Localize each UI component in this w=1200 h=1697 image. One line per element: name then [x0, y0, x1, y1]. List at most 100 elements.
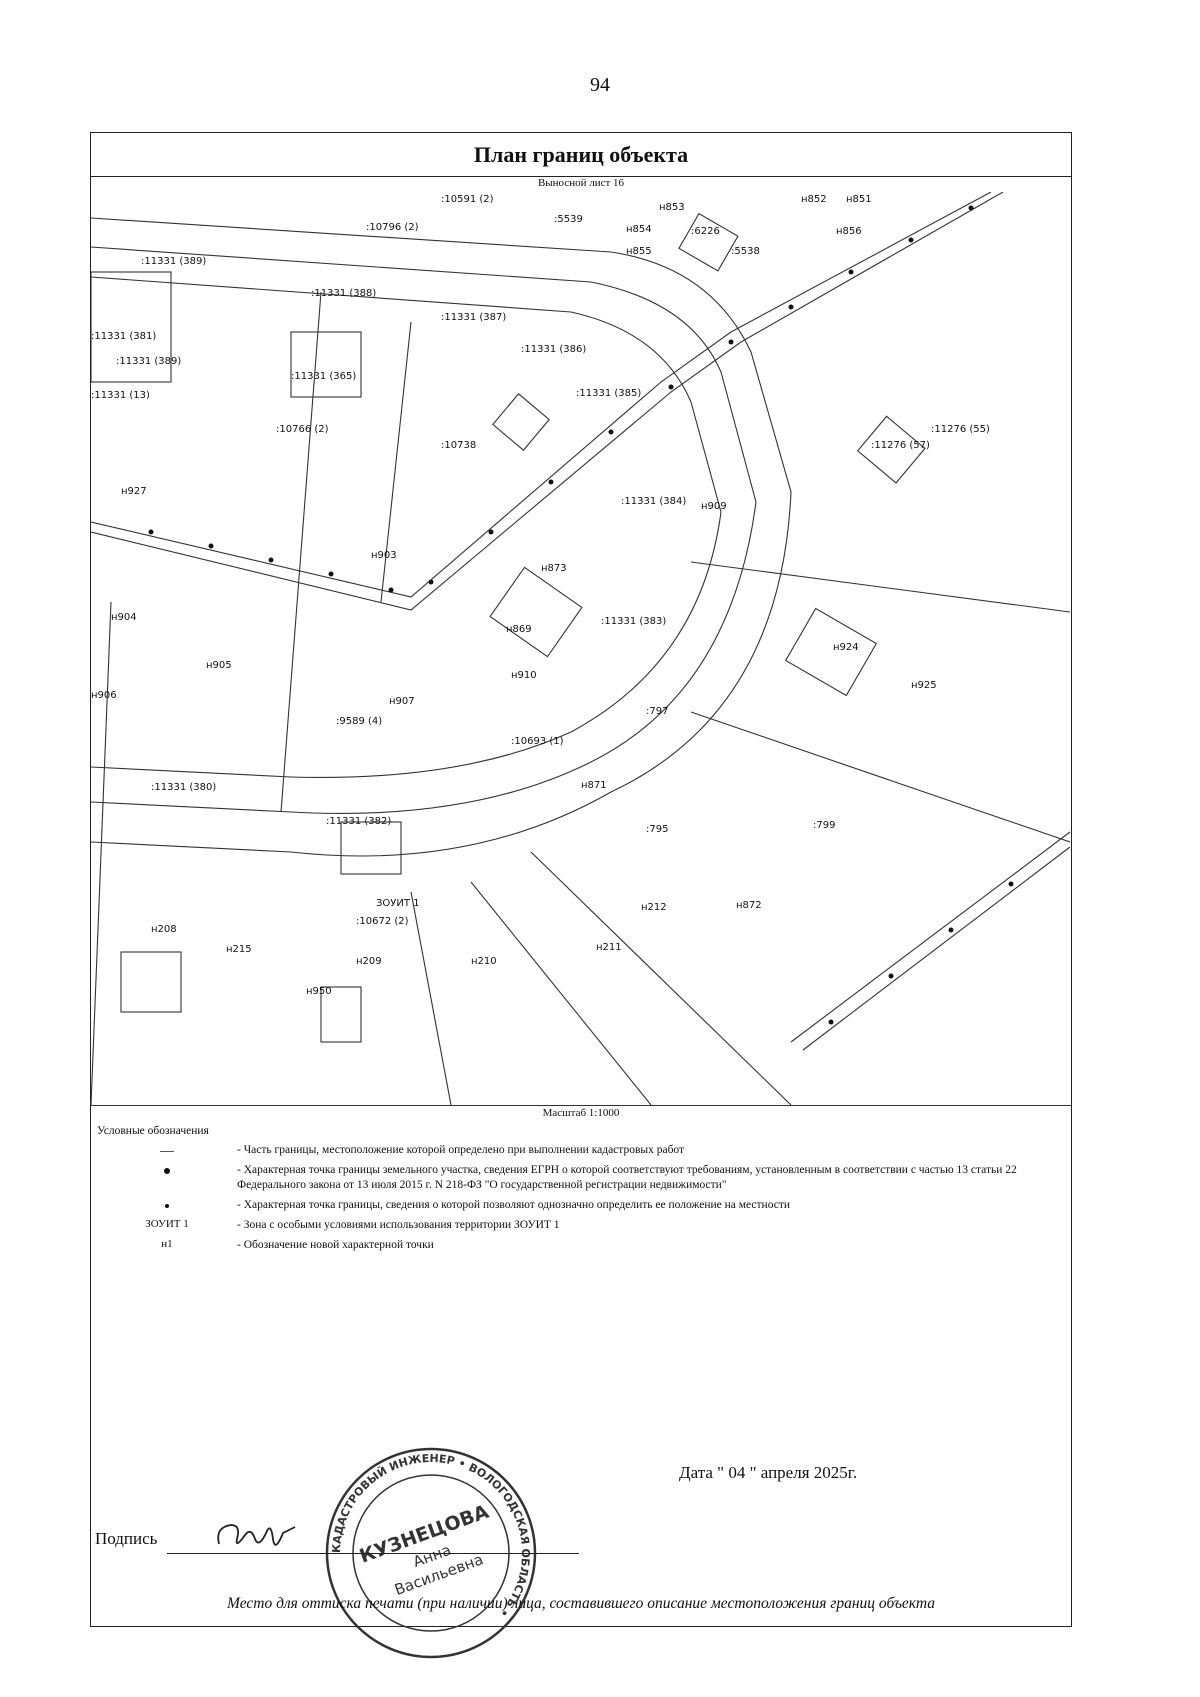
map-label: :11331 (384): [621, 496, 686, 507]
parcel-line-796: [380, 321, 412, 603]
building-4269: [784, 607, 878, 697]
boundary-line-main: [91, 192, 992, 598]
map-label: н855: [626, 246, 652, 257]
map-label: :11331 (380): [151, 782, 216, 793]
boundary-part-symbol: [160, 1151, 174, 1152]
map-label: н910: [511, 670, 537, 681]
building-6226: [678, 212, 739, 272]
map-label: н872: [736, 900, 762, 911]
map-label: :11276 (55): [931, 424, 990, 435]
building-10794: [492, 393, 550, 451]
map-label: н925: [911, 680, 937, 691]
building-11079: [120, 951, 182, 1013]
legend: Условные обозначения - Часть границы, ме…: [97, 1125, 1065, 1258]
large-dot-symbol: [164, 1168, 170, 1174]
signature-label: Подпись: [95, 1529, 158, 1548]
map-label: :11331 (389): [116, 356, 181, 367]
map-label: :11331 (389): [141, 256, 206, 267]
signature-line: [167, 1553, 579, 1554]
map-label: н852: [801, 194, 827, 205]
map-label: :795: [646, 824, 668, 835]
map-label: н871: [581, 780, 607, 791]
parcel-line-785: [410, 891, 452, 1105]
boundary-line-parallel: [91, 192, 1004, 611]
map-label: н873: [541, 563, 567, 574]
map-label: :11331 (382): [326, 816, 391, 827]
cadastral-map: :10591 (2) :10796 (2) :5539 н853 н852 н8…: [91, 192, 1070, 1105]
map-scale: Масштаб 1:1000: [91, 1105, 1071, 1119]
handwritten-signature: [217, 1524, 296, 1546]
document-date: Дата " 04 " апреля 2025г.: [679, 1463, 858, 1482]
map-label: н209: [356, 956, 382, 967]
legend-item: - Часть границы, местоположение которой …: [97, 1143, 1065, 1158]
map-label: :10591 (2): [441, 194, 494, 205]
map-label: :5538: [731, 246, 760, 257]
map-label: н905: [206, 660, 232, 671]
map-label: н854: [626, 224, 652, 235]
map-label: :11331 (365): [291, 371, 356, 382]
building-10766: [91, 271, 172, 383]
map-label: н906: [91, 690, 117, 701]
building-10693: [290, 331, 362, 398]
map-label: :11276 (57): [871, 440, 930, 451]
map-label: :9589 (4): [336, 716, 382, 727]
map-label: н856: [836, 226, 862, 237]
parcel-line-782: [690, 711, 1070, 843]
page-number: 94: [590, 74, 610, 96]
map-label: :11331 (383): [601, 616, 666, 627]
map-label: :6226: [691, 226, 720, 237]
map-label: :11331 (381): [91, 331, 156, 342]
small-dot-symbol: [165, 1204, 169, 1208]
boundary-line-southeast: [790, 831, 1070, 1043]
parcel-line-799: [91, 601, 112, 1105]
plan-title: План границ объекта: [91, 133, 1071, 177]
parcel-line-781: [690, 561, 1070, 613]
building-12144: [320, 986, 362, 1043]
map-label: :5539: [554, 214, 583, 225]
map-label: н904: [111, 612, 137, 623]
map-label: :11331 (387): [441, 312, 506, 323]
map-label: :11331 (388): [311, 288, 376, 299]
map-label: н208: [151, 924, 177, 935]
map-label: :10796 (2): [366, 222, 419, 233]
map-label: н211: [596, 942, 622, 953]
map-label: н907: [389, 696, 415, 707]
map-label: н210: [471, 956, 497, 967]
legend-item: ЗОУИТ 1 - Зона с особыми условиями испол…: [145, 1218, 560, 1231]
map-label: :11331 (386): [521, 344, 586, 355]
map-label: н212: [641, 902, 667, 913]
building-9642: [340, 821, 402, 875]
legend-item: н1 - Обозначение новой характерной точки: [161, 1238, 434, 1251]
map-label: :10738: [441, 440, 476, 451]
legend-title: Условные обозначения: [97, 1125, 209, 1137]
legend-item: - Характерная точка границы, сведения о …: [97, 1198, 1065, 1213]
seal-placement-note: Место для оттиска печати (при наличии) л…: [227, 1595, 935, 1612]
sheet-label: Выносной лист 16: [537, 177, 625, 189]
boundary-line-southeast-2: [802, 846, 1070, 1051]
road-outer-line: [91, 217, 792, 857]
map-label: н903: [371, 550, 397, 561]
parcel-line-784: [470, 881, 652, 1105]
legend-item: - Характерная точка границы земельного у…: [97, 1163, 1065, 1193]
map-label: ЗОУИТ 1: [376, 898, 420, 909]
building-10672: [489, 566, 583, 658]
map-label: н851: [846, 194, 872, 205]
map-label: н853: [659, 202, 685, 213]
map-label: н924: [833, 642, 859, 653]
map-label: :10766 (2): [276, 424, 329, 435]
map-label: :10693 (1): [511, 736, 564, 747]
road-inner-line-2: [91, 276, 722, 778]
map-label: :10672 (2): [356, 916, 409, 927]
map-label: н869: [506, 624, 532, 635]
map-label: :799: [813, 820, 835, 831]
parcel-line-783: [530, 851, 792, 1105]
road-inner-line: [91, 246, 757, 814]
map-label: :11331 (13): [91, 390, 150, 401]
map-label: :797: [646, 706, 668, 717]
map-label: н927: [121, 486, 147, 497]
seal-stamp: КАДАСТРОВЫЙ ИНЖЕНЕР • ВОЛОГОДСКАЯ ОБЛАСТ…: [325, 1447, 537, 1659]
parcel-line-795: [280, 291, 322, 813]
map-label: :11331 (385): [576, 388, 641, 399]
map-label: н215: [226, 944, 252, 955]
map-label: н950: [306, 986, 332, 997]
